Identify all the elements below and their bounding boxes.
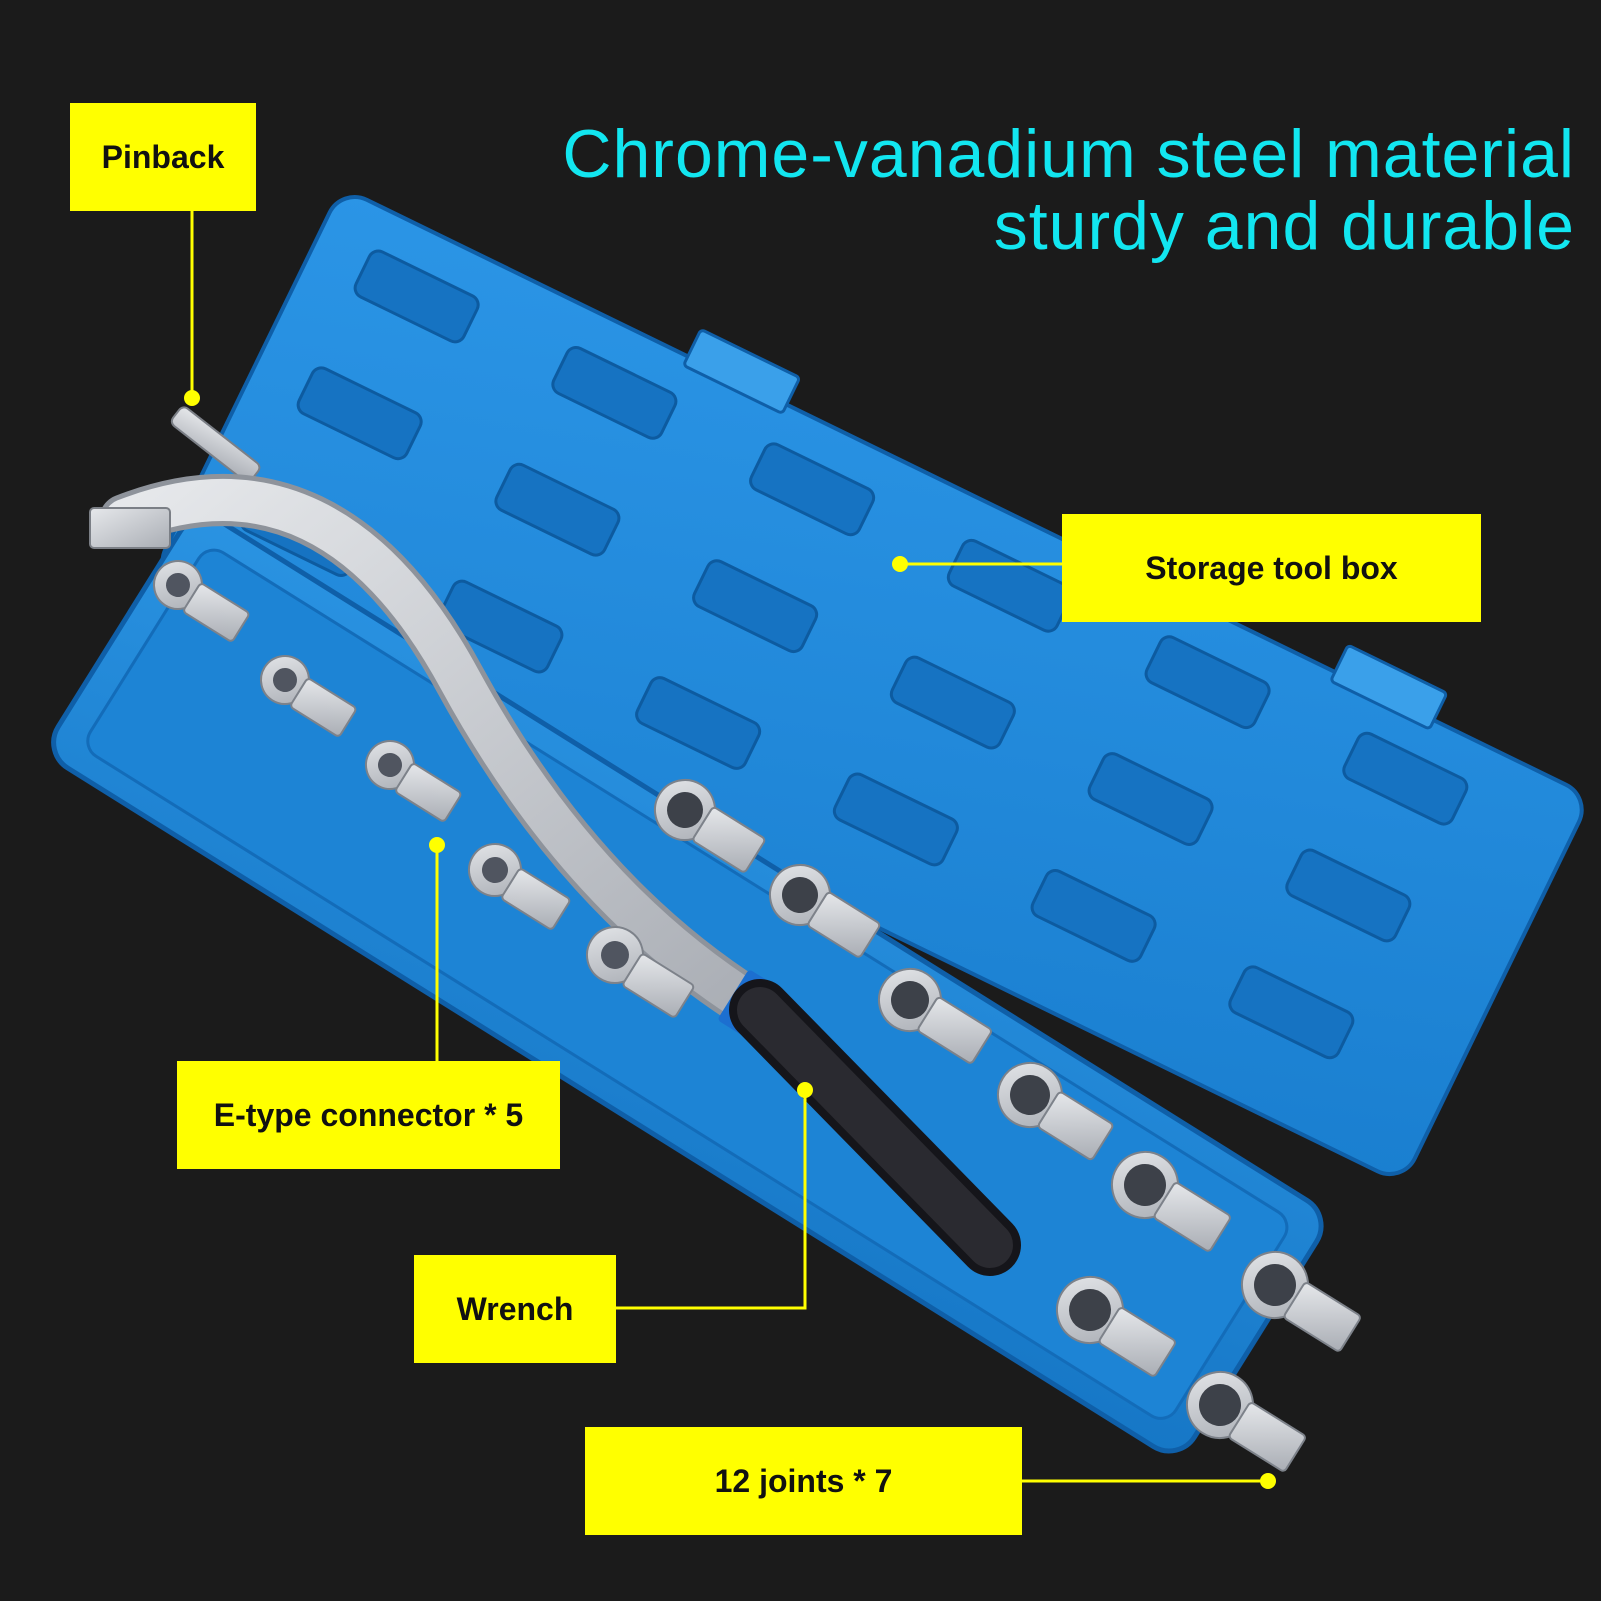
- headline: Chrome-vanadium steel material sturdy an…: [562, 118, 1575, 262]
- callout-e-type-connector: E-type connector * 5: [177, 1061, 560, 1169]
- callout-storage-tool-box: Storage tool box: [1062, 514, 1481, 622]
- case-lid: [160, 195, 1584, 1176]
- headline-line-1: Chrome-vanadium steel material: [562, 116, 1575, 192]
- callout-12-joints: 12 joints * 7: [585, 1427, 1022, 1535]
- twelve-point-joints: [654, 779, 1361, 1472]
- pinback-pin: [170, 406, 261, 483]
- callout-leaders: [184, 211, 1276, 1489]
- callout-pinback: Pinback: [70, 103, 256, 211]
- headline-line-2: sturdy and durable: [993, 188, 1575, 264]
- e-type-connectors: [153, 560, 695, 1018]
- wrench-tool: [89, 474, 1021, 1276]
- callout-wrench: Wrench: [414, 1255, 616, 1363]
